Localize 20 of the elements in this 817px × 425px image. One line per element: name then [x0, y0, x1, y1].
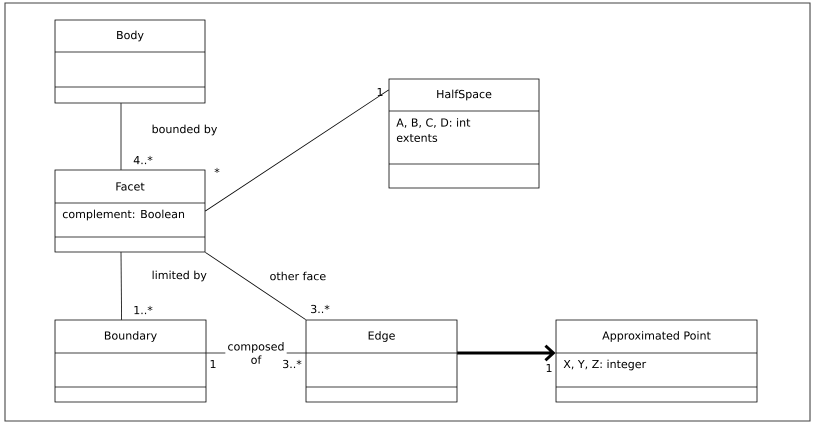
- multiplicity: 3..*: [283, 360, 302, 368]
- edge-label: limited by: [152, 270, 207, 282]
- multiplicity: *: [214, 168, 220, 173]
- multiplicity: 3..*: [311, 304, 330, 314]
- class-box: Boundary: [54, 320, 206, 402]
- class-box: Facet complement: Boolean: [54, 170, 206, 252]
- association-line: [205, 252, 306, 320]
- class-box: Body: [54, 20, 206, 104]
- class-box: Approximated Point X, Y, Z: integer: [556, 320, 758, 402]
- association-line: [120, 103, 122, 170]
- edge-label: other face: [270, 272, 326, 280]
- arrow: [457, 344, 556, 362]
- class-box: HalfSpace A, B, C, D: int extents: [388, 78, 540, 188]
- multiplicity: 1: [378, 88, 382, 96]
- multiplicity: 1: [546, 364, 552, 372]
- association-line: [120, 252, 122, 320]
- multiplicity: 1: [210, 360, 216, 368]
- association-line: [205, 90, 389, 212]
- class-box: Edge: [306, 320, 458, 402]
- edge-label: bounded by: [152, 124, 218, 136]
